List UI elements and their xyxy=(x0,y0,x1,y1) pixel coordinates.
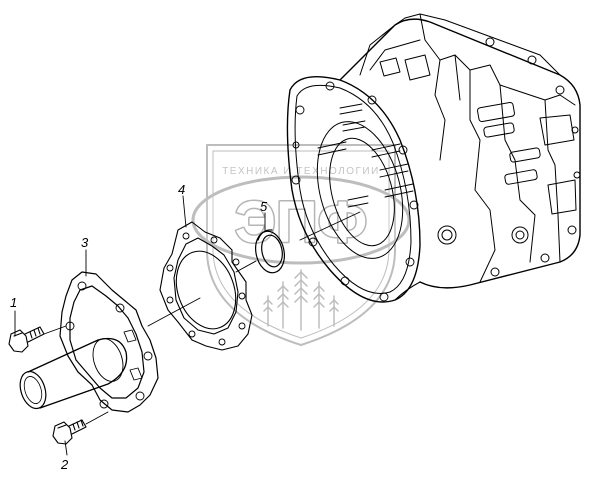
callout-4: 4 xyxy=(178,182,186,197)
callout-2: 2 xyxy=(61,457,69,472)
gasket xyxy=(159,221,253,351)
gearbox-housing xyxy=(286,13,581,303)
center-axis xyxy=(43,211,361,425)
callout-1: 1 xyxy=(10,295,18,310)
bolt-1 xyxy=(8,326,45,353)
watermark-arc-text: ТЕХНИКА И ТЕХНОЛОГИИ xyxy=(222,166,380,177)
bolt-2 xyxy=(52,419,87,445)
leader-lines xyxy=(14,195,266,456)
callout-3: 3 xyxy=(81,235,89,250)
callout-5: 5 xyxy=(260,199,268,214)
front-cover xyxy=(19,271,159,413)
seal-ring xyxy=(255,229,285,274)
